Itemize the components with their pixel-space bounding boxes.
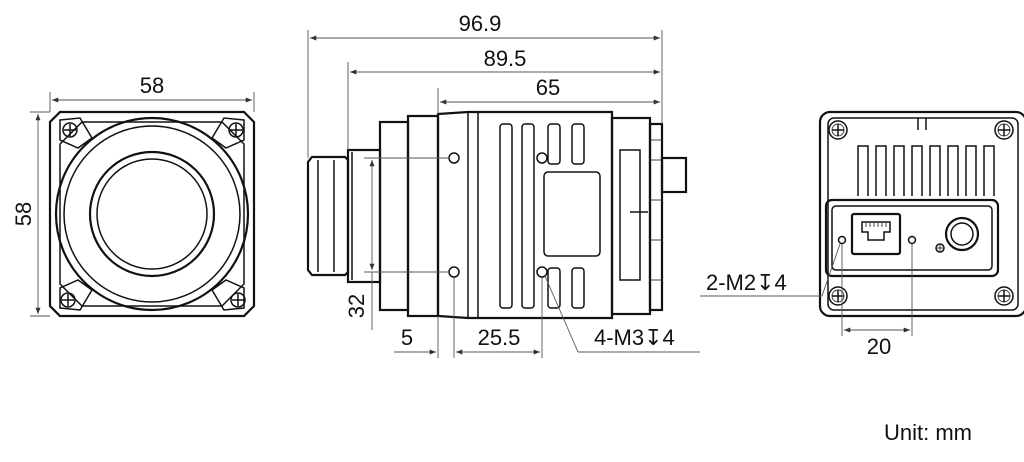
side-fin (547, 267, 561, 309)
side-body (436, 110, 614, 320)
side-body-length-label: 65 (536, 75, 560, 100)
side-view: 96.9 89.5 65 32 5 25.5 4-M3↧4 (306, 11, 700, 358)
side-vertical-hole-label: 32 (344, 294, 369, 318)
side-rear-plate (648, 122, 664, 312)
front-view-outline (48, 110, 256, 318)
front-corner-screw (211, 117, 245, 149)
side-lens-mount (346, 148, 382, 284)
rear-corner-screw (828, 286, 848, 306)
side-total-length-label: 96.9 (459, 11, 502, 36)
side-fin (571, 123, 585, 165)
side-lens-cap (306, 155, 350, 277)
rear-mount-hole (837, 235, 847, 245)
side-mount-hole (536, 152, 548, 164)
side-mount-hole (448, 152, 460, 164)
side-mount-hole (448, 266, 460, 278)
side-thread-leader (544, 275, 579, 353)
front-corner-screw (59, 117, 93, 149)
side-mount-hole (536, 266, 548, 278)
side-front-flange (378, 120, 410, 312)
side-label-window (543, 171, 601, 257)
rear-view-outline (818, 110, 1024, 318)
side-front-plate (406, 114, 440, 318)
side-fin (547, 123, 561, 165)
io-connector-icon (935, 216, 980, 253)
front-view: 58 58 (11, 73, 256, 318)
side-thread-callout: 4-M3↧4 (594, 325, 675, 350)
side-connector (660, 156, 688, 194)
ethernet-port-icon (850, 212, 902, 256)
rear-fins (857, 145, 995, 196)
rear-thread-callout: 2-M2↧4 (706, 270, 787, 295)
front-corner-screw (59, 279, 93, 311)
rear-corner-screw (828, 120, 848, 140)
front-height-label: 58 (11, 202, 36, 226)
front-width-label: 58 (140, 73, 164, 98)
unit-label: Unit: mm (884, 420, 972, 445)
rear-corner-screw (994, 120, 1014, 140)
side-fin (571, 267, 585, 309)
side-fin (499, 123, 513, 309)
side-rear-section (610, 116, 652, 316)
rear-thread-leader (821, 243, 841, 297)
lens-mount-ring (54, 116, 250, 312)
rear-mount-hole (907, 235, 917, 245)
rear-corner-screw (994, 286, 1014, 306)
side-offset-label: 5 (401, 325, 413, 350)
lens-opening (88, 150, 216, 278)
side-fin (521, 123, 535, 309)
rear-hole-spacing-label: 20 (867, 334, 891, 359)
front-corner-screw (211, 279, 246, 311)
side-length-2-label: 89.5 (484, 46, 527, 71)
rear-view: 2-M2↧4 20 (700, 110, 1024, 359)
side-horizontal-hole-label: 25.5 (478, 325, 521, 350)
